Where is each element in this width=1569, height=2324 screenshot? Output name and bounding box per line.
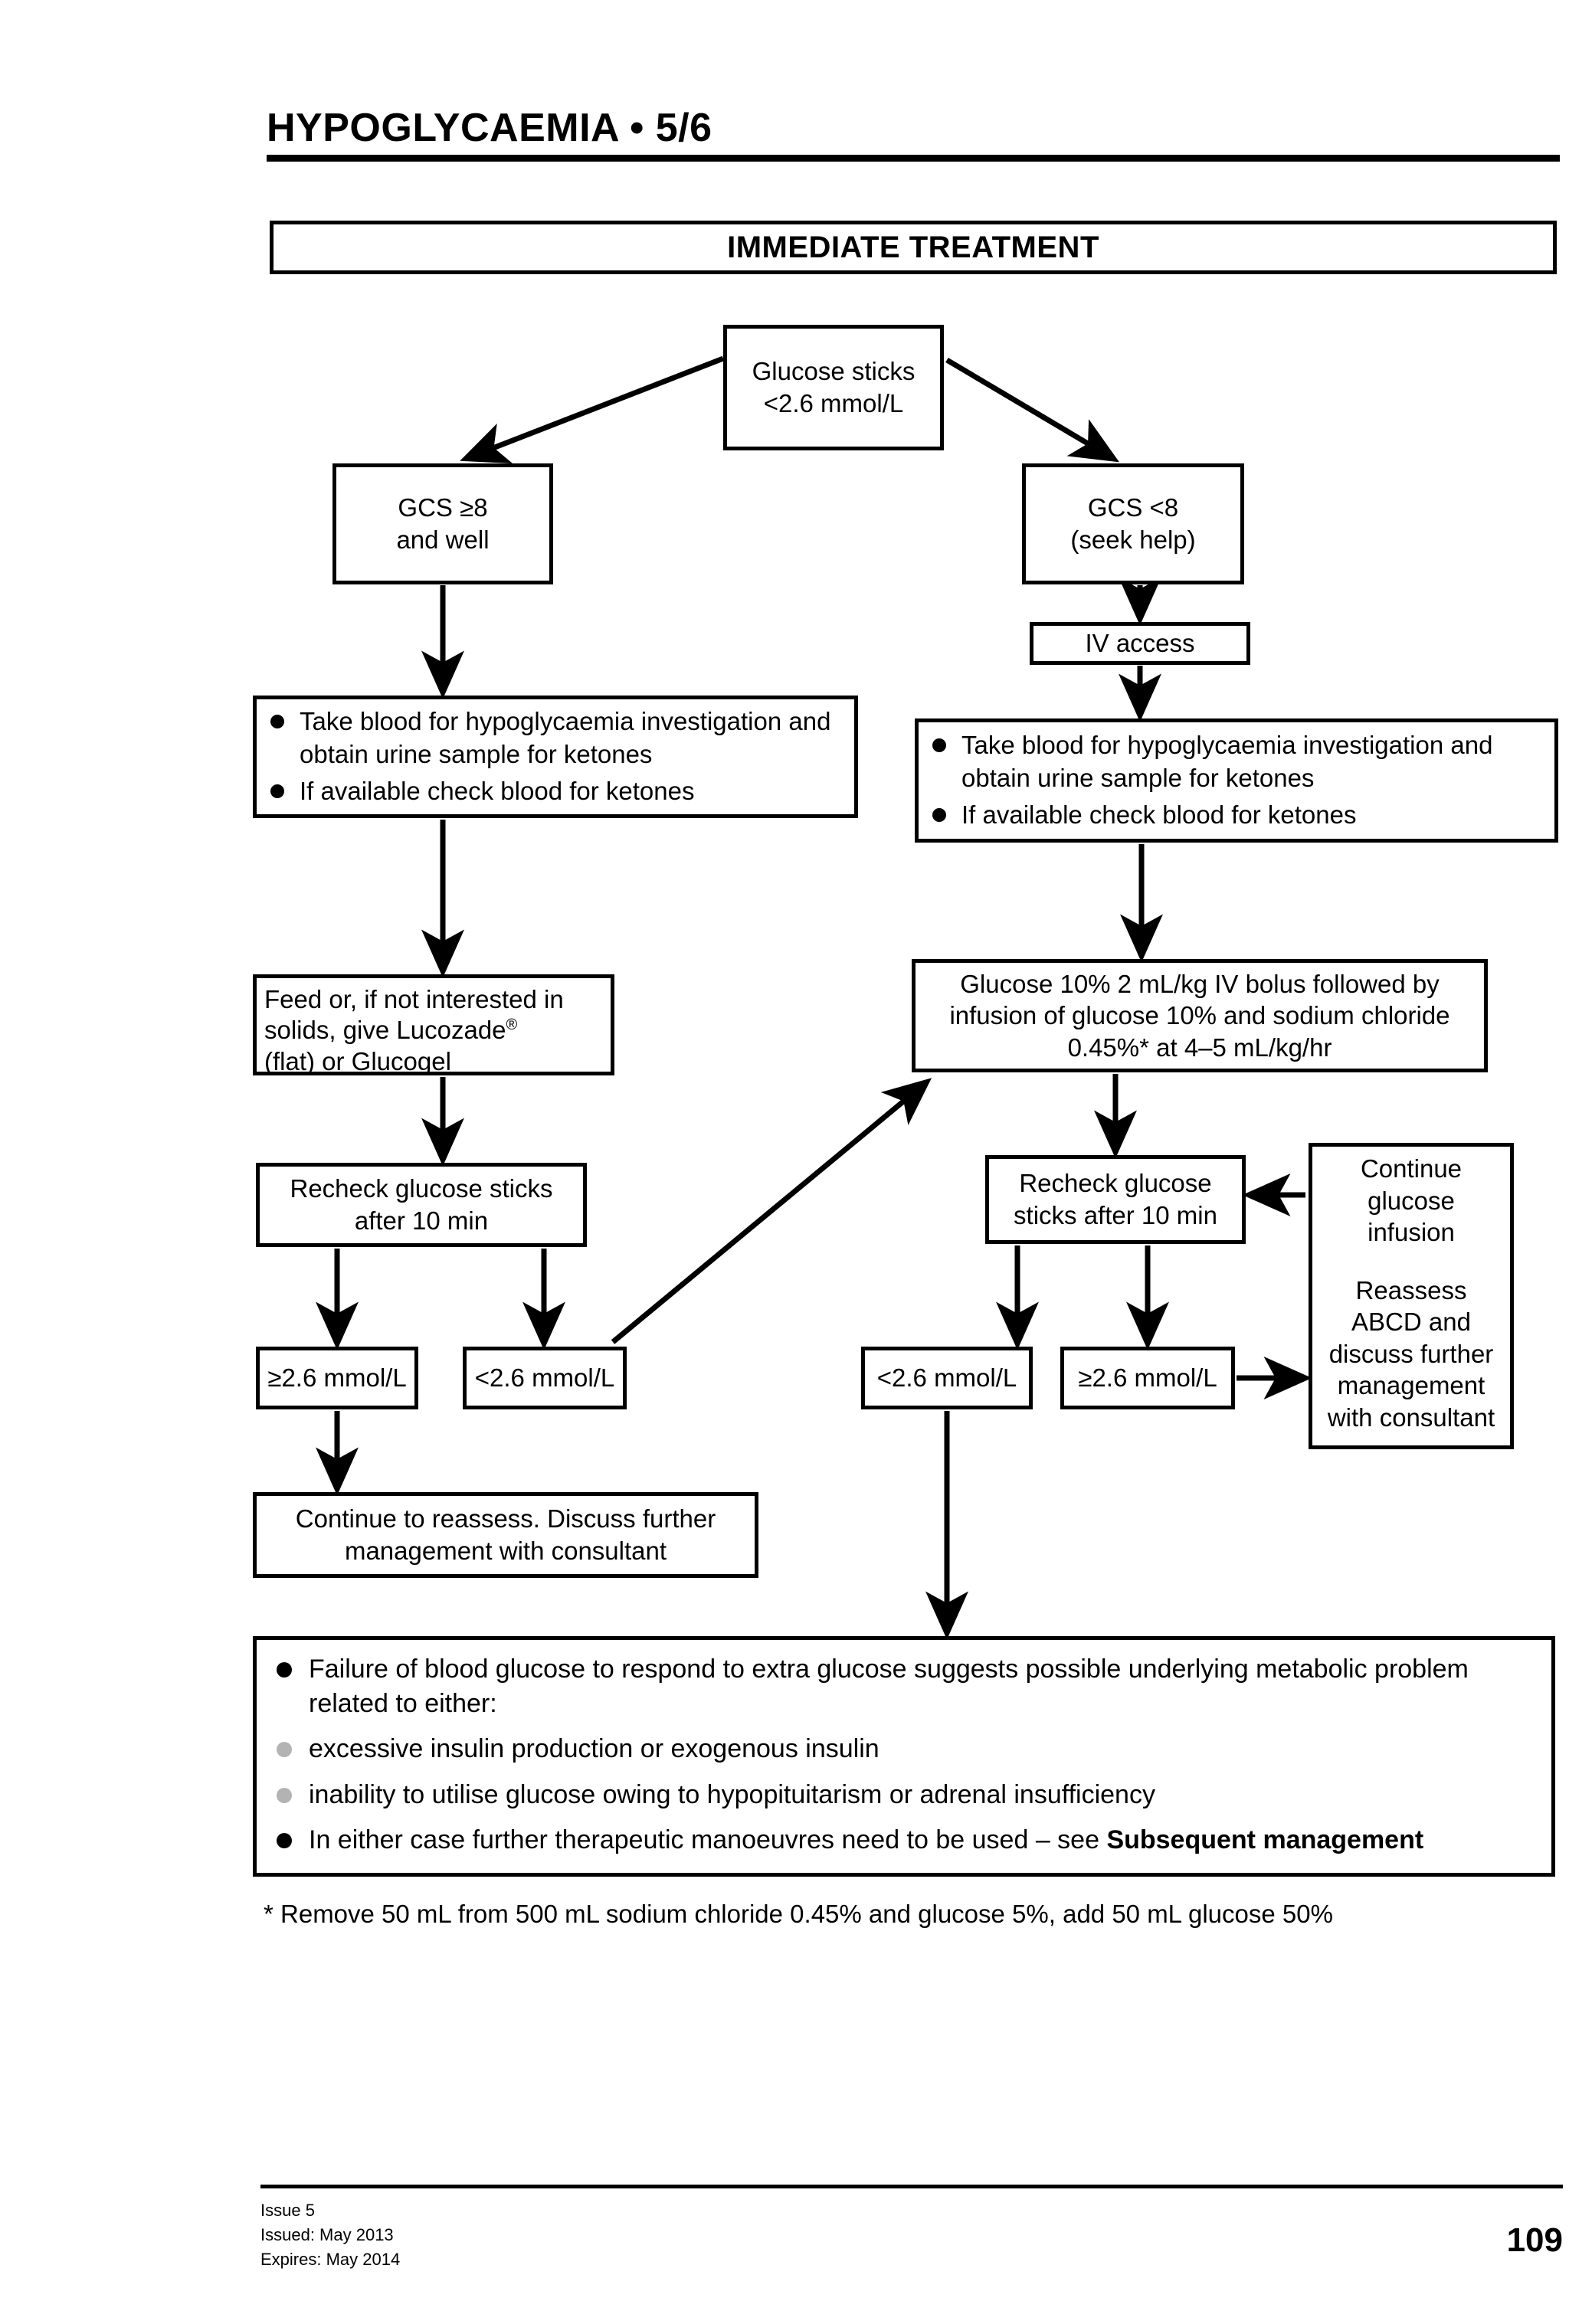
reassess-line-5: with consultant — [1327, 1403, 1495, 1432]
reassess-line-2: ABCD and — [1351, 1308, 1471, 1337]
list-item: If available check blood for ketones — [929, 799, 1541, 832]
bullet-list-left: Take blood for hypoglycaemia investigati… — [267, 705, 840, 809]
footnote: * Remove 50 mL from 500 mL sodium chlori… — [264, 1898, 1566, 1931]
node-value-ge26-right-label: ≥2.6 mmol/L — [1078, 1363, 1217, 1393]
list-item: If available check blood for ketones — [267, 775, 840, 808]
bullet-dot-icon — [277, 1662, 292, 1678]
node-gcs-low-label: GCS <8(seek help) — [1070, 493, 1196, 554]
node-glucose-infusion[interactable]: Glucose 10% 2 mL/kg IV bolus followed by… — [912, 959, 1488, 1072]
bottom-notes-list: Failure of blood glucose to respond to e… — [274, 1652, 1535, 1868]
list-item: Take blood for hypoglycaemia investigati… — [929, 729, 1541, 795]
header-divider — [267, 155, 1560, 162]
feed-line-3: (flat) or Glucogel — [264, 1046, 451, 1075]
list-item-label: Take blood for hypoglycaemia investigati… — [300, 706, 831, 768]
list-item: Take blood for hypoglycaemia investigati… — [267, 705, 840, 771]
continue-line-2: glucose — [1368, 1186, 1455, 1215]
list-item-label: If available check blood for ketones — [961, 800, 1357, 830]
list-item-label: Take blood for hypoglycaemia investigati… — [961, 730, 1493, 792]
continue-line-3: infusion — [1368, 1218, 1455, 1247]
feed-line-1: Feed or, if not interested in — [264, 985, 564, 1013]
node-value-lt26-left[interactable]: <2.6 mmol/L — [463, 1347, 627, 1409]
node-iv-access[interactable]: IV access — [1030, 622, 1250, 665]
page-number: 109 — [1506, 2221, 1563, 2259]
footer-divider — [260, 2185, 1563, 2188]
node-iv-access-label: IV access — [1085, 629, 1195, 658]
bottom-notes-box: Failure of blood glucose to respond to e… — [253, 1636, 1555, 1877]
bullet-dot-icon — [270, 714, 284, 728]
continue-line-1: Continue — [1360, 1154, 1463, 1183]
node-continue-to-reassess[interactable]: Continue to reassess. Discuss further ma… — [253, 1492, 758, 1578]
banner-label: IMMEDIATE TREATMENT — [727, 230, 1099, 264]
reassess-line-1: Reassess — [1355, 1275, 1467, 1304]
page-header: HYPOGLYCAEMIA • 5/6 — [267, 107, 1569, 149]
footer-issued-date: Issued: May 2013 — [260, 2224, 394, 2244]
list-item-label: If available check blood for ketones — [300, 777, 695, 806]
node-glucose-sticks[interactable]: Glucose sticks<2.6 mmol/L — [723, 325, 944, 450]
node-glucose-sticks-label: Glucose sticks<2.6 mmol/L — [752, 357, 916, 417]
node-value-lt26-right-label: <2.6 mmol/L — [876, 1363, 1017, 1393]
bullet-dot-icon — [932, 738, 946, 752]
footnote-text: * Remove 50 mL from 500 mL sodium chlori… — [264, 1900, 1333, 1928]
node-feed-or-lucozade[interactable]: Feed or, if not interested in solids, gi… — [253, 974, 614, 1075]
node-gcs-low[interactable]: GCS <8(seek help) — [1022, 463, 1244, 584]
list-item-emphasis: Subsequent management — [1106, 1825, 1424, 1854]
bullet-dot-icon — [932, 808, 946, 823]
reassess-line-4: management — [1337, 1371, 1485, 1400]
node-continue-infusion-text: Continue glucose infusion Reassess ABCD … — [1315, 1153, 1507, 1434]
bullet-dot-icon — [277, 1832, 292, 1848]
list-item-label: excessive insulin production or exogenou… — [309, 1734, 879, 1764]
list-item: Failure of blood glucose to respond to e… — [274, 1652, 1535, 1721]
node-value-ge26-right[interactable]: ≥2.6 mmol/L — [1060, 1347, 1235, 1409]
reassess-line-3: discuss further — [1328, 1339, 1494, 1368]
node-continue-infusion-reassess[interactable]: Continue glucose infusion Reassess ABCD … — [1309, 1143, 1514, 1449]
node-value-lt26-left-label: <2.6 mmol/L — [474, 1363, 615, 1393]
footer-metadata: Issue 5 Issued: May 2013 Expires: May 20… — [260, 2198, 400, 2272]
bullet-dot-grey-icon — [277, 1742, 292, 1758]
footer-issue: Issue 5 — [260, 2201, 315, 2220]
node-bullets-right: Take blood for hypoglycaemia investigati… — [915, 718, 1558, 843]
list-item-label: Failure of blood glucose to respond to e… — [309, 1655, 1469, 1719]
text-spacer — [1315, 1249, 1507, 1275]
bullet-dot-icon — [270, 784, 284, 799]
node-value-ge26-left-label: ≥2.6 mmol/L — [267, 1363, 407, 1393]
footer-expires-date: Expires: May 2014 — [260, 2249, 401, 2269]
registered-trademark-icon: ® — [506, 1016, 518, 1034]
node-value-lt26-right[interactable]: <2.6 mmol/L — [861, 1347, 1033, 1409]
page-title: HYPOGLYCAEMIA • 5/6 — [267, 106, 712, 150]
node-value-ge26-left[interactable]: ≥2.6 mmol/L — [256, 1347, 418, 1409]
list-item: excessive insulin production or exogenou… — [274, 1732, 1535, 1766]
node-bullets-left: Take blood for hypoglycaemia investigati… — [253, 696, 858, 818]
node-continue-to-reassess-label: Continue to reassess. Discuss further ma… — [295, 1504, 716, 1565]
bullet-list-right: Take blood for hypoglycaemia investigati… — [929, 729, 1541, 833]
node-feed-text: Feed or, if not interested in solids, gi… — [264, 984, 564, 1077]
list-item-label: In either case further therapeutic manoe… — [309, 1825, 1107, 1854]
list-item: In either case further therapeutic manoe… — [274, 1823, 1535, 1858]
feed-line-2: solids, give Lucozade — [264, 1016, 506, 1045]
bullet-dot-grey-icon — [277, 1787, 292, 1803]
list-item-label: inability to utilise glucose owing to hy… — [309, 1779, 1155, 1809]
node-glucose-infusion-label: Glucose 10% 2 mL/kg IV bolus followed by… — [949, 969, 1450, 1062]
banner-immediate-treatment: IMMEDIATE TREATMENT — [270, 221, 1557, 274]
list-item: inability to utilise glucose owing to hy… — [274, 1778, 1535, 1812]
